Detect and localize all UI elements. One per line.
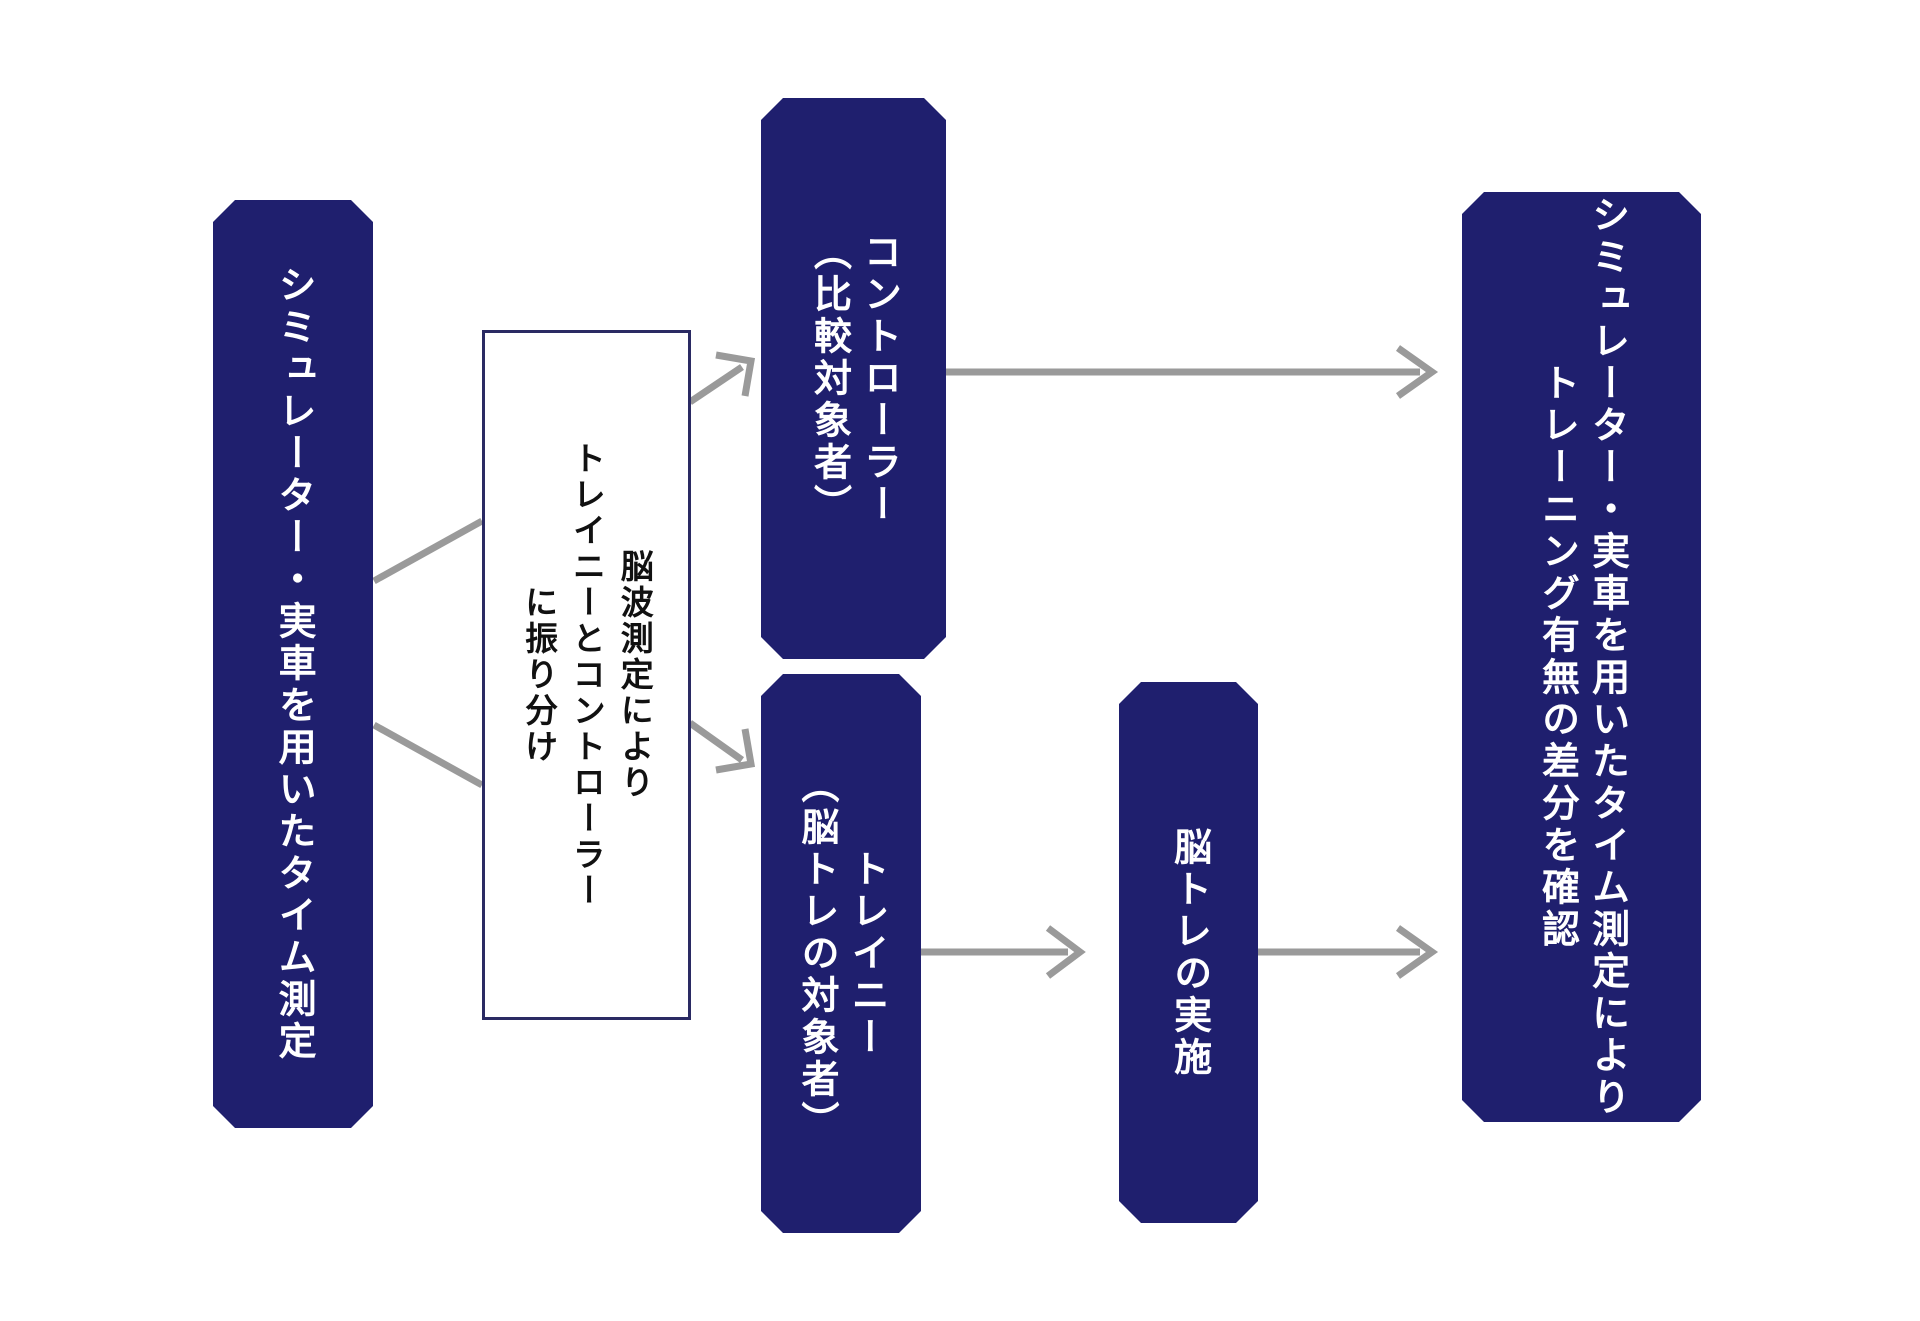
node-eeg-assignment[interactable]: 脳波測定により トレイニーとコントローラー に振り分け [482,330,691,1020]
node-controller-group-label: コントローラー （比較対象者） [807,231,900,526]
node-eeg-assignment-label: 脳波測定により トレイニーとコントローラー に振り分け [520,441,654,909]
node-trainee-group[interactable]: トレイニー （脳トレの対象者） [761,674,921,1233]
node-brain-training-execution-label: 脳トレの実施 [1167,826,1210,1079]
node-result-verification[interactable]: シミュレーター・実車を用いたタイム測定によりトレーニング有無の差分を確認 [1462,192,1701,1122]
node-result-verification-label: シミュレーター・実車を用いたタイム測定によりトレーニング有無の差分を確認 [1535,195,1628,1119]
connector-measure-to-assignment-lower [372,721,484,789]
node-controller-group[interactable]: コントローラー （比較対象者） [761,98,946,659]
node-brain-training-execution[interactable]: 脳トレの実施 [1119,682,1258,1223]
connector-braintraining-to-result-arrowhead [1395,925,1439,979]
connector-assignment-to-trainee-arrowhead [715,728,756,774]
connector-measure-to-assignment-upper [372,517,484,585]
connector-assignment-to-trainee-line [687,720,745,763]
node-trainee-group-label: トレイニー （脳トレの対象者） [795,764,888,1143]
connector-assignment-to-controller-arrowhead [715,351,756,397]
connector-trainee-to-braintraining-arrowhead [1045,925,1086,979]
connector-assignment-to-controller-line [688,364,744,405]
node-simulator-time-measurement-label: シミュレーター・実車を用いたタイム測定 [272,265,315,1063]
node-simulator-time-measurement[interactable]: シミュレーター・実車を用いたタイム測定 [213,200,373,1128]
connector-controller-to-result-arrowhead [1395,345,1439,399]
